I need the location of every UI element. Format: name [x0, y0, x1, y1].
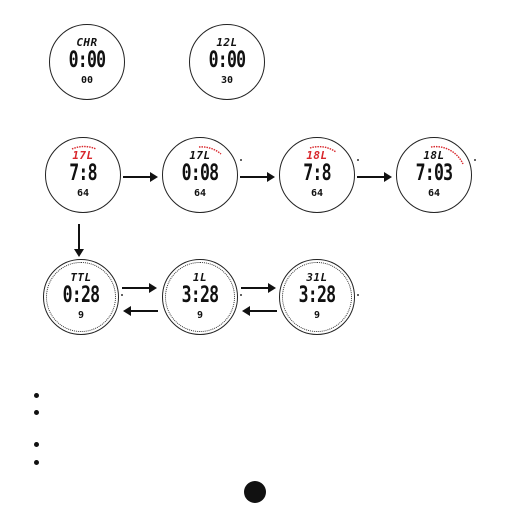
watch-mode-label: 18L	[397, 150, 471, 161]
watch-sub-display: 00	[50, 76, 124, 86]
arrow-right-icon	[122, 282, 158, 294]
side-marker-icon	[357, 159, 359, 161]
watch-time-display: 7:8	[289, 163, 345, 185]
watch-time-display: 0:28	[53, 285, 109, 307]
side-marker-icon	[357, 294, 359, 296]
watch-sub-display: 9	[44, 311, 118, 321]
watch-mode-label: 17L	[163, 150, 237, 161]
watch-sub-display: 9	[280, 311, 354, 321]
watch-face-31l: 31L 3:28 9	[279, 259, 355, 335]
arrow-right-icon	[241, 282, 277, 294]
bullet-point	[34, 442, 39, 447]
arrow-left-icon	[122, 305, 158, 317]
arrow-down-icon	[72, 224, 86, 258]
bullet-point	[34, 410, 39, 415]
watch-mode-label: 1L	[163, 272, 237, 283]
page-marker-icon	[244, 481, 266, 503]
watch-face-18l-a: 18L 7:8 64	[279, 137, 355, 213]
watch-time-display: 0:00	[59, 50, 115, 72]
watch-face-17l-b: 17L 0:08 64	[162, 137, 238, 213]
watch-face-17l-a: 17L 7:8 64	[45, 137, 121, 213]
watch-time-display: 0:08	[172, 163, 228, 185]
watch-sub-display: 9	[163, 311, 237, 321]
bullet-point	[34, 393, 39, 398]
watch-mode-label: 18L	[280, 150, 354, 161]
watch-sub-display: 64	[46, 189, 120, 199]
watch-sub-display: 64	[397, 189, 471, 199]
watch-time-display: 3:28	[172, 285, 228, 307]
watch-mode-label: CHR	[50, 37, 124, 48]
watch-mode-label: 17L	[46, 150, 120, 161]
watch-time-display: 7:8	[55, 163, 111, 185]
bullet-point	[34, 460, 39, 465]
arrow-right-icon	[357, 171, 393, 183]
watch-time-display: 3:28	[289, 285, 345, 307]
arrow-right-icon	[123, 171, 159, 183]
side-marker-icon	[121, 294, 123, 296]
side-marker-icon	[240, 159, 242, 161]
watch-face-chr: CHR 0:00 00	[49, 24, 125, 100]
watch-sub-display: 64	[280, 189, 354, 199]
side-marker-icon	[474, 159, 476, 161]
arrow-right-icon	[240, 171, 276, 183]
watch-mode-label: 31L	[280, 272, 354, 283]
watch-face-ttl: TTL 0:28 9	[43, 259, 119, 335]
watch-face-18l-b: 18L 7:03 64	[396, 137, 472, 213]
watch-face-1l: 1L 3:28 9	[162, 259, 238, 335]
arrow-left-icon	[241, 305, 277, 317]
watch-sub-display: 30	[190, 76, 264, 86]
watch-face-12l: 12L 0:00 30	[189, 24, 265, 100]
watch-time-display: 0:00	[199, 50, 255, 72]
watch-time-display: 7:03	[406, 163, 462, 185]
watch-sub-display: 64	[163, 189, 237, 199]
side-marker-icon	[240, 294, 242, 296]
watch-mode-label: TTL	[44, 272, 118, 283]
watch-mode-label: 12L	[190, 37, 264, 48]
